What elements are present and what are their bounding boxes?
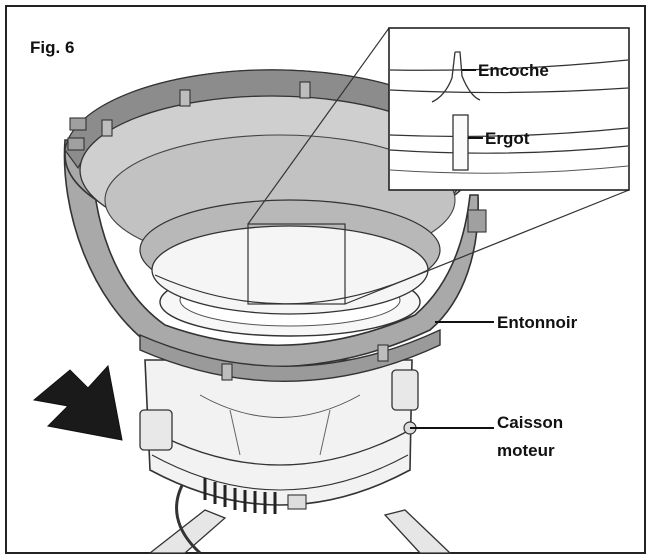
motor-housing (139, 359, 452, 555)
detail-highlight-box (247, 223, 346, 305)
insert-direction-arrow (32, 364, 123, 441)
detail-inset (388, 27, 630, 191)
callout-notch: Encoche (478, 61, 549, 80)
callout-motor-line1: Caisson (497, 413, 563, 432)
figure-label: Fig. 6 (30, 38, 74, 57)
notch-shape (431, 51, 481, 103)
funnel (63, 69, 487, 382)
callout-motor-line2: moteur (497, 441, 555, 460)
lug-shape (452, 114, 469, 171)
zoom-line-left (247, 27, 390, 225)
zoom-line-right (344, 189, 630, 305)
callout-lug: Ergot (485, 129, 530, 148)
callout-funnel: Entonnoir (497, 313, 578, 332)
